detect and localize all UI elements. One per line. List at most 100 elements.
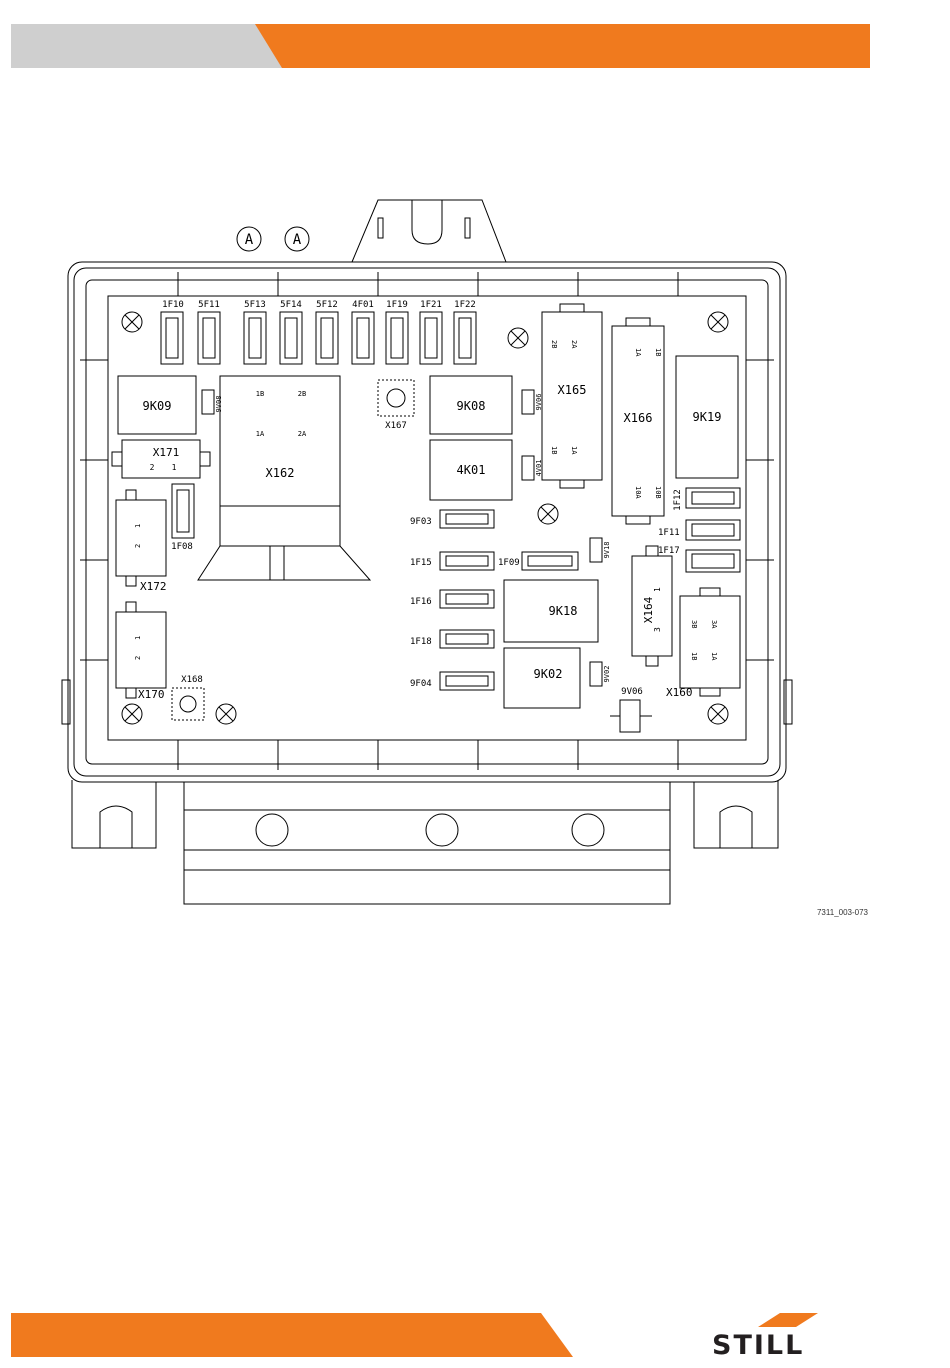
x162-pin: 2A — [298, 430, 307, 438]
x164-pin: 3 — [653, 627, 662, 632]
x171-ear — [200, 452, 210, 466]
connector-x172-label: X172 — [140, 580, 167, 593]
footer-orange-band — [11, 1313, 573, 1357]
connector-x160 — [680, 596, 740, 688]
fuse-1f08 — [172, 484, 194, 538]
bottom-mount-left — [72, 780, 156, 848]
x165-pin: 2A — [570, 340, 578, 349]
x160-tab — [700, 588, 720, 596]
x172-pin: 2 — [134, 544, 142, 548]
x160-pin: 1B — [690, 652, 698, 660]
x170-pin: 2 — [134, 656, 142, 660]
x160-pin: 3B — [690, 620, 698, 628]
relay-9k18-label: 9K18 — [549, 604, 578, 618]
diode-9v18-label: 9V18 — [603, 542, 611, 559]
x166-tab — [626, 516, 650, 524]
fuse-label-5f13: 5F13 — [244, 300, 266, 310]
fuse-label-1f17: 1F17 — [658, 546, 680, 556]
relay-9k19-label: 9K19 — [693, 410, 722, 424]
bottom-slot-right — [720, 806, 752, 848]
x168-hub — [180, 696, 196, 712]
connector-x168 — [172, 688, 204, 720]
x166-tab — [626, 318, 650, 326]
right-fuse-group — [686, 488, 740, 572]
screw-icon — [708, 704, 728, 724]
x170-tab — [126, 688, 136, 698]
connector-x166-label: X166 — [624, 411, 653, 425]
connector-x165-label: X165 — [558, 383, 587, 397]
screw-icon — [122, 704, 142, 724]
x166-pin: 10A — [634, 486, 642, 499]
x172-tab — [126, 490, 136, 500]
fuse-label-5f12: 5F12 — [316, 300, 338, 310]
connector-boss — [426, 814, 458, 846]
diode-9v06-bottom-label: 9V06 — [621, 687, 643, 697]
diode-4v01 — [522, 456, 534, 480]
x166-pin: 1A — [634, 348, 642, 357]
connector-x172 — [116, 500, 166, 576]
x170-tab — [126, 602, 136, 612]
fuse-label-4f01: 4F01 — [352, 300, 374, 310]
diode-9v08-label: 9V08 — [215, 396, 223, 413]
mid-fuse-column — [440, 510, 578, 690]
x165-pin: 2B — [550, 340, 558, 348]
top-mount-tab — [352, 200, 506, 262]
x167-hub — [387, 389, 405, 407]
x162-pin: 1A — [256, 430, 265, 438]
connector-boss — [572, 814, 604, 846]
connector-x171-label: X171 — [153, 446, 180, 459]
fuse-label-9f04: 9F04 — [410, 679, 432, 689]
fuse-label-1f08: 1F08 — [171, 542, 193, 552]
connector-x170 — [116, 612, 166, 688]
marker-a-right-label: A — [293, 232, 302, 248]
fuse-label-1f19: 1F19 — [386, 300, 408, 310]
screw-icon — [216, 704, 236, 724]
fuse-label-1f15: 1F15 — [410, 558, 432, 568]
fuse-label-1f22: 1F22 — [454, 300, 476, 310]
connector-x168-label: X168 — [181, 675, 203, 685]
side-clip-right — [784, 680, 792, 724]
relay-9k08-label: 9K08 — [457, 399, 486, 413]
still-logo: STILL — [712, 1330, 872, 1361]
side-clip-left — [62, 680, 70, 724]
x165-tab — [560, 304, 584, 312]
top-fuse-row — [161, 312, 476, 364]
tab-rib — [378, 218, 383, 238]
connector-boss — [256, 814, 288, 846]
diode-9v06 — [522, 390, 534, 414]
x160-tab — [700, 688, 720, 696]
x165-pin: 1A — [570, 446, 578, 455]
diode-9v08 — [202, 390, 214, 414]
diode-9v18 — [590, 538, 602, 562]
x171-pin: 1 — [172, 463, 177, 472]
x160-pin: 1A — [710, 652, 718, 661]
connector-x167-label: X167 — [385, 421, 407, 431]
fuse-label-1f10: 1F10 — [162, 300, 184, 310]
tab-rib — [465, 218, 470, 238]
x171-ear — [112, 452, 122, 466]
fuse-label-9f03: 9F03 — [410, 517, 432, 527]
fuse-label-1f11: 1F11 — [658, 528, 680, 538]
x164-tab — [646, 656, 658, 666]
fuse-label-1f16: 1F16 — [410, 597, 432, 607]
x165-tab — [560, 480, 584, 488]
x172-tab — [126, 576, 136, 586]
x170-pin: 1 — [134, 636, 142, 640]
fuse-label-1f21: 1F21 — [420, 300, 442, 310]
bottom-slot-left — [100, 806, 132, 848]
connector-x164-label: X164 — [642, 596, 655, 623]
connector-x170-label: X170 — [138, 688, 165, 701]
fuse-label-5f14: 5F14 — [280, 300, 302, 310]
fuse-label-1f12: 1F12 — [673, 489, 683, 511]
x166-pin: 10B — [654, 486, 662, 499]
fuse-label-1f18: 1F18 — [410, 637, 432, 647]
diode-9v02 — [590, 662, 602, 686]
relay-9k09-label: 9K09 — [143, 399, 172, 413]
x162-pin: 2B — [298, 390, 306, 398]
connector-x162 — [220, 376, 340, 506]
diode-9v06-bottom — [620, 700, 640, 732]
diode-9v02-label: 9V02 — [603, 666, 611, 683]
fuse-label-1f09: 1F09 — [498, 558, 520, 568]
marker-a-left-label: A — [245, 232, 254, 248]
